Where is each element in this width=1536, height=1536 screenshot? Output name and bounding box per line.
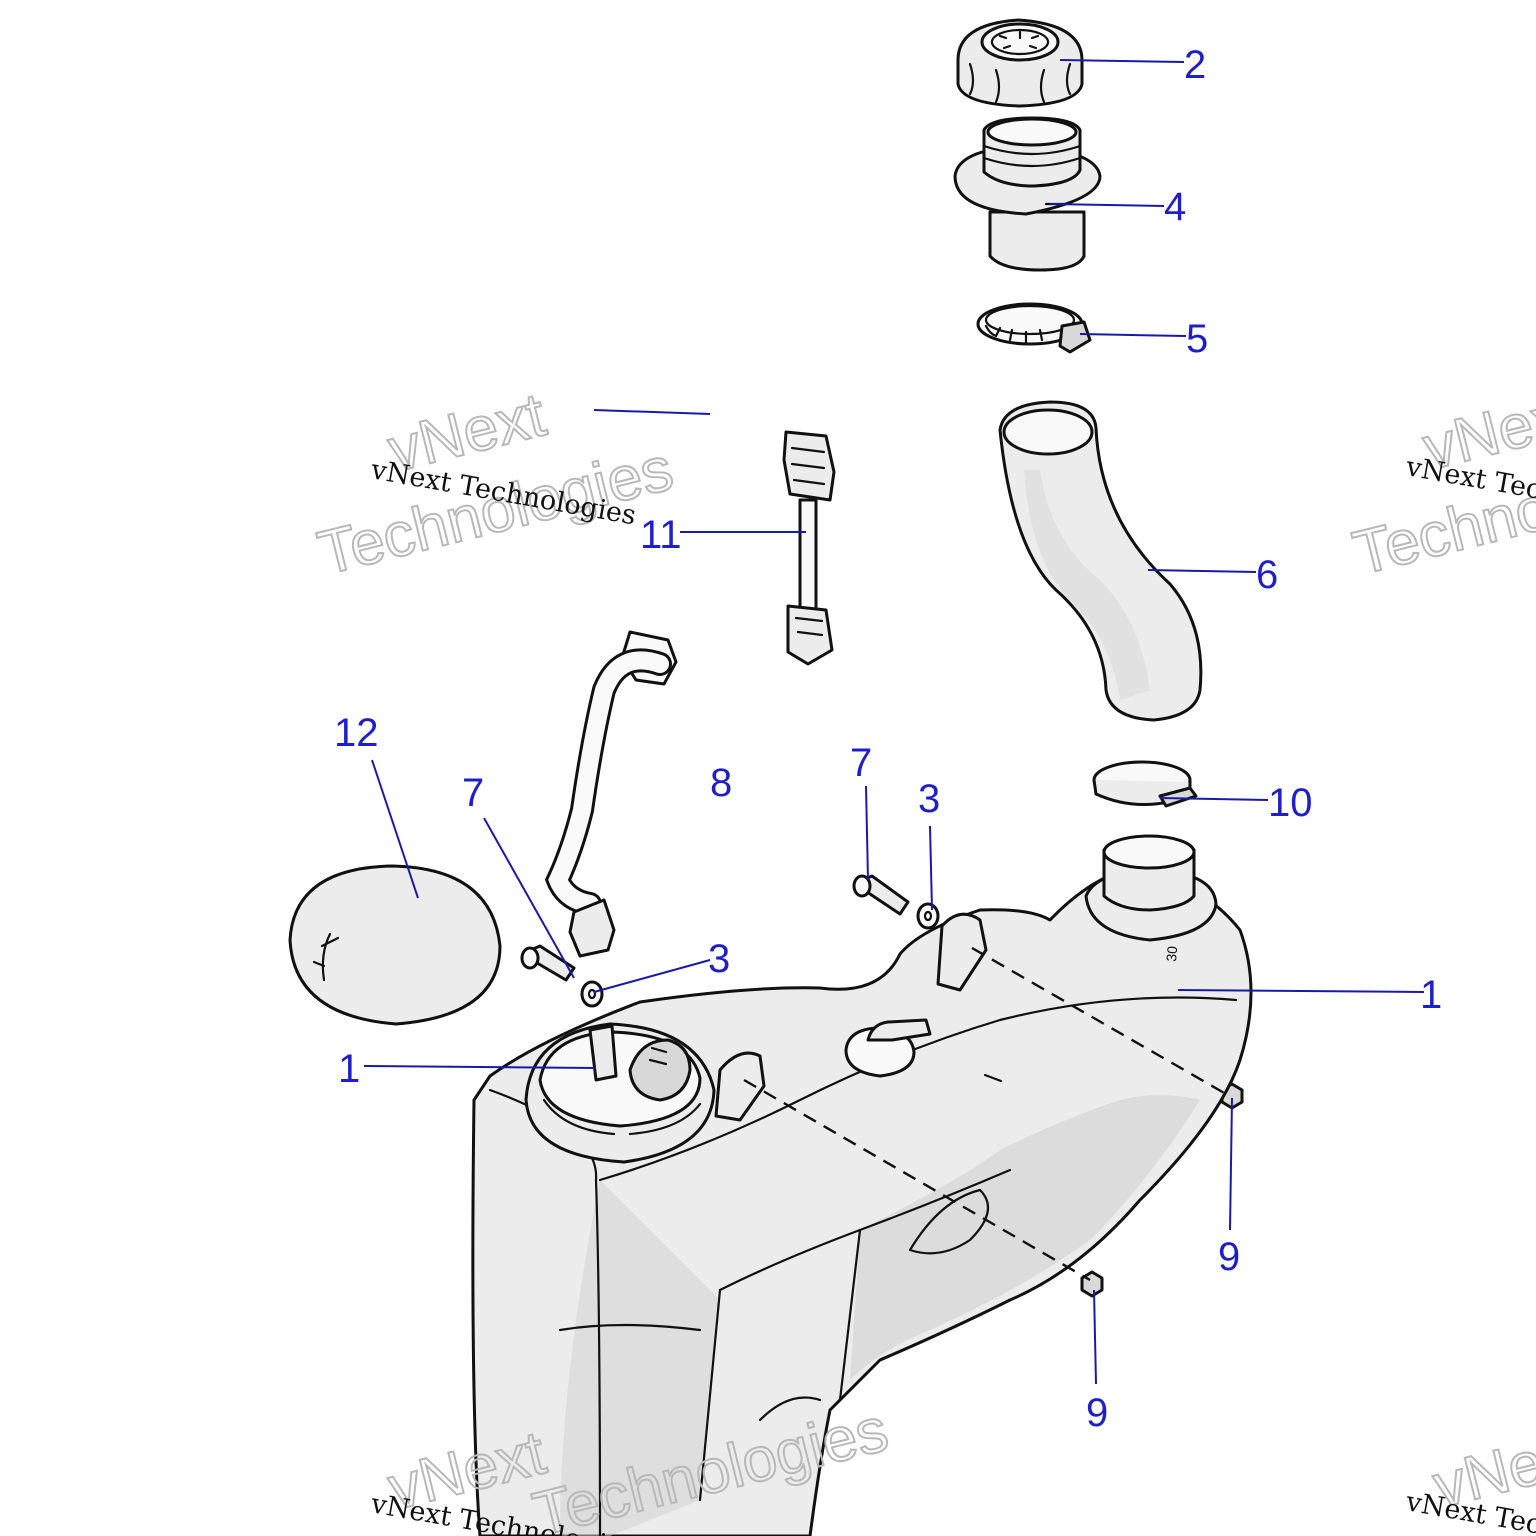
callout-3-left: 3 [708, 937, 730, 981]
watermark-bottom-right: vNext vNext Technologies [1403, 1415, 1536, 1536]
fuel-line [544, 630, 678, 958]
bolt-right [852, 874, 910, 916]
tank-embossing: 30 [1163, 945, 1180, 962]
callout-12: 12 [334, 711, 379, 755]
watermark-top-right: vNext Technologies vNext Technologies [1346, 377, 1536, 589]
callout-2: 2 [1184, 43, 1206, 87]
callout-labels: 2 4 5 11 6 12 7 8 7 3 10 3 1 1 9 9 [334, 43, 1442, 1435]
watermark-top-left: vNext Technologies vNext Technologies [311, 379, 681, 589]
washer-right [916, 902, 940, 930]
lower-hose-clamp [1092, 760, 1198, 808]
callout-1-right: 1 [1420, 973, 1442, 1017]
fuel-tank: 30 [471, 834, 1253, 1536]
callout-4: 4 [1164, 185, 1186, 229]
leader-lines [363, 59, 1425, 1385]
callout-3-right: 3 [918, 777, 940, 821]
washer-left [580, 980, 604, 1008]
callout-11: 11 [640, 513, 682, 557]
fuel-cap [956, 18, 1084, 108]
callout-1-left: 1 [338, 1047, 360, 1091]
filler-hose [998, 400, 1203, 722]
upper-hose-clamp [976, 302, 1092, 354]
callout-9-lower: 9 [1086, 1391, 1108, 1435]
callout-7-left: 7 [462, 771, 484, 815]
callout-9-right: 9 [1218, 1235, 1240, 1279]
callout-10: 10 [1268, 781, 1313, 825]
callout-8: 8 [710, 761, 732, 805]
filler-neck [953, 116, 1102, 272]
bolt-left [520, 944, 576, 982]
callout-7-right: 7 [850, 741, 872, 785]
assembly-line-right [971, 946, 1227, 1096]
callout-6: 6 [1256, 553, 1278, 597]
pump-dome-cover [288, 864, 502, 1026]
callout-5: 5 [1186, 317, 1208, 361]
assembly-line-left [743, 1078, 1091, 1282]
wiring-harness [782, 430, 836, 666]
nut-lower [1080, 1270, 1104, 1298]
